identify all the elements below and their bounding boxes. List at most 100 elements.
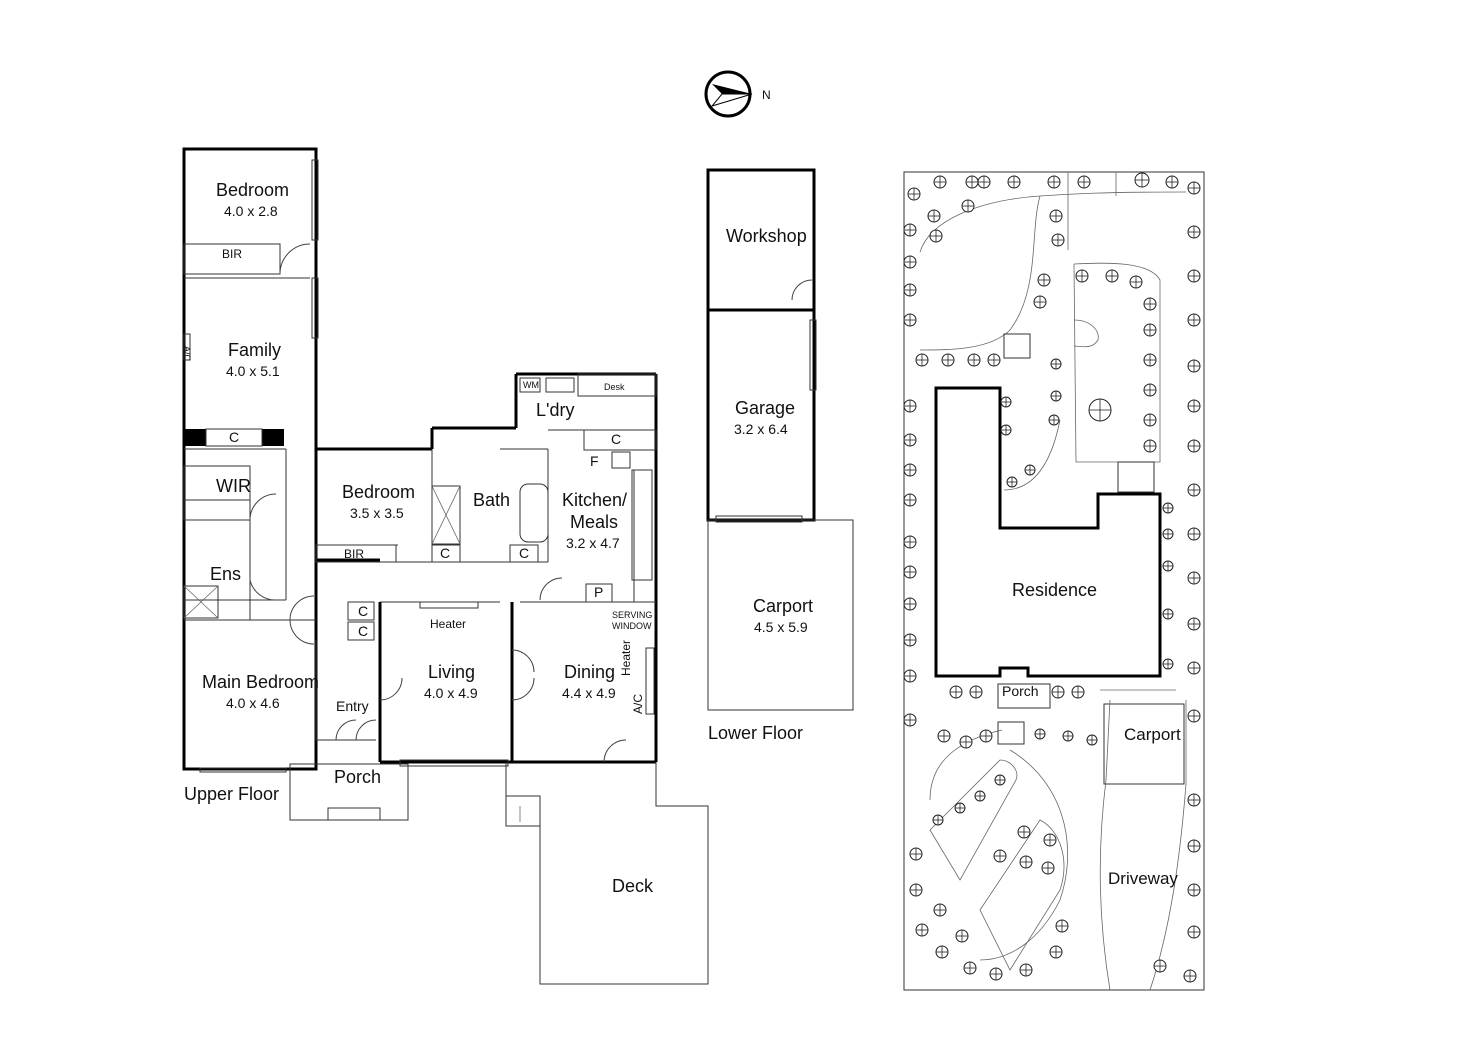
upper-floor-plan	[182, 147, 709, 985]
tree-icon	[1187, 359, 1201, 373]
tree-icon	[1088, 398, 1112, 422]
site-plan	[903, 171, 1205, 991]
tree-icon	[903, 223, 917, 237]
tree-icon	[903, 669, 917, 683]
room-main-bedroom-name: Main Bedroom	[202, 672, 319, 692]
tree-icon	[1041, 861, 1055, 875]
tree-icon	[1187, 661, 1201, 675]
tree-icon	[1187, 527, 1201, 541]
tree-icon	[1187, 313, 1201, 327]
tree-icon	[903, 255, 917, 269]
tree-icon	[907, 187, 921, 201]
tree-icon	[909, 847, 923, 861]
trees	[903, 172, 1201, 983]
tree-icon	[903, 565, 917, 579]
bir-top-label: BIR	[222, 247, 242, 261]
lower-floor-plan	[706, 168, 854, 711]
residence-label: Residence	[1012, 580, 1097, 600]
serving-window-label-1: SERVING	[612, 610, 652, 620]
tree-icon	[1050, 390, 1062, 402]
tree-icon	[927, 209, 941, 223]
room-bedroom-2-name: Bedroom	[342, 482, 415, 502]
tree-icon	[974, 790, 986, 802]
tree-icon	[955, 929, 969, 943]
workshop-label: Workshop	[726, 226, 807, 246]
north-label: N	[762, 88, 771, 102]
tree-icon	[1077, 175, 1091, 189]
tree-icon	[1183, 969, 1197, 983]
carport-lower-dims: 4.5 x 5.9	[754, 619, 808, 635]
tree-icon	[965, 175, 979, 189]
tree-icon	[1043, 833, 1057, 847]
ac-dining-label: A/C	[631, 694, 645, 714]
tree-icon	[1187, 709, 1201, 723]
cupboard-hall-label: C	[519, 545, 529, 561]
tree-icon	[903, 283, 917, 297]
tree-icon	[1034, 728, 1046, 740]
room-family-name: Family	[228, 340, 281, 360]
tree-icon	[1187, 883, 1201, 897]
tree-icon	[1187, 439, 1201, 453]
tree-icon	[1007, 175, 1021, 189]
tree-icon	[1187, 571, 1201, 585]
tree-icon	[915, 353, 929, 367]
room-dining-dims: 4.4 x 4.9	[562, 685, 616, 701]
tree-icon	[969, 685, 983, 699]
room-kitchen-dims: 3.2 x 4.7	[566, 535, 620, 551]
tree-icon	[1143, 413, 1157, 427]
tree-icon	[1049, 945, 1063, 959]
garage-dims: 3.2 x 6.4	[734, 421, 788, 437]
tree-icon	[993, 849, 1007, 863]
tree-icon	[1006, 476, 1018, 488]
tree-icon	[1187, 269, 1201, 283]
ac-family-label: A/C	[182, 346, 192, 362]
tree-icon	[915, 923, 929, 937]
tree-icon	[1019, 855, 1033, 869]
tree-icon	[937, 729, 951, 743]
tree-icon	[949, 685, 963, 699]
porch-site-label: Porch	[1002, 683, 1039, 699]
tree-icon	[1047, 175, 1061, 189]
cupboard-entry-1-label: C	[358, 603, 368, 619]
tree-icon	[1143, 297, 1157, 311]
tree-icon	[1062, 730, 1074, 742]
tree-icon	[1187, 925, 1201, 939]
tree-icon	[903, 597, 917, 611]
tree-icon	[1049, 209, 1063, 223]
tree-icon	[1048, 414, 1060, 426]
room-living-dims: 4.0 x 4.9	[424, 685, 478, 701]
tree-icon	[1187, 617, 1201, 631]
tree-icon	[1019, 963, 1033, 977]
tree-icon	[903, 493, 917, 507]
tree-icon	[1129, 275, 1143, 289]
tree-icon	[963, 961, 977, 975]
tree-icon	[1055, 919, 1069, 933]
room-bedroom-top-dims: 4.0 x 2.8	[224, 203, 278, 219]
tree-icon	[1134, 172, 1150, 188]
tree-icon	[1187, 225, 1201, 239]
tree-icon	[1165, 175, 1179, 189]
tree-icon	[987, 353, 1001, 367]
tree-icon	[1162, 560, 1174, 572]
tree-icon	[909, 883, 923, 897]
entry-label: Entry	[336, 698, 369, 714]
tree-icon	[903, 399, 917, 413]
room-living-name: Living	[428, 662, 475, 682]
tree-icon	[1143, 353, 1157, 367]
tree-icon	[1187, 181, 1201, 195]
tree-icon	[979, 729, 993, 743]
tree-icon	[1187, 793, 1201, 807]
room-family-dims: 4.0 x 5.1	[226, 363, 280, 379]
room-bedroom-2-dims: 3.5 x 3.5	[350, 505, 404, 521]
bath-label: Bath	[473, 490, 510, 510]
tree-icon	[961, 199, 975, 213]
tree-icon	[1017, 825, 1031, 839]
tree-icon	[935, 945, 949, 959]
tree-icon	[1086, 734, 1098, 746]
tree-icon	[1162, 608, 1174, 620]
tree-icon	[959, 735, 973, 749]
carport-lower-name: Carport	[753, 596, 813, 616]
room-dining-name: Dining	[564, 662, 615, 682]
tree-icon	[1143, 439, 1157, 453]
tree-icon	[933, 175, 947, 189]
